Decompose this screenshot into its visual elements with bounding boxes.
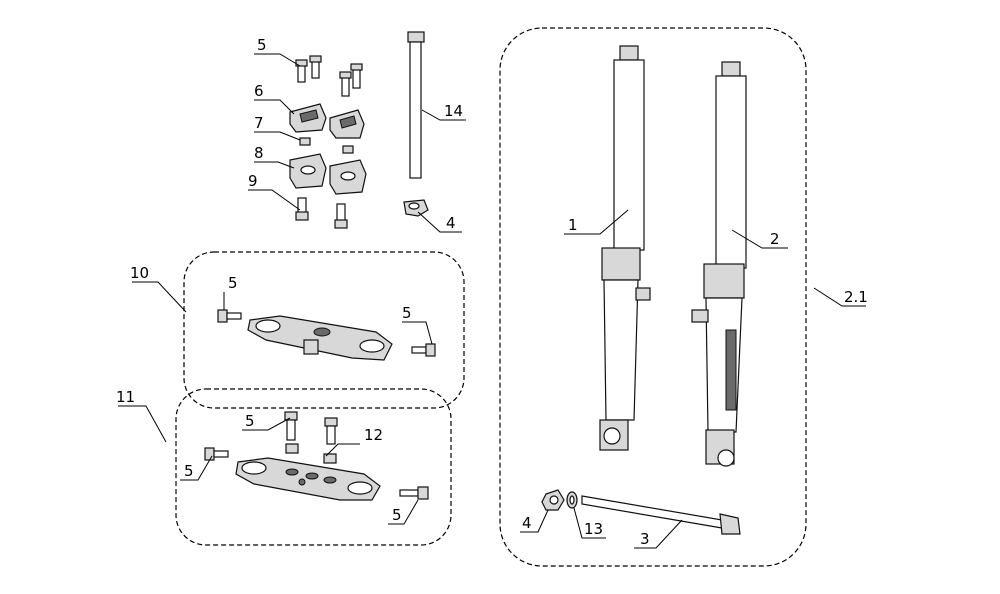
part-7-spacer-nuts bbox=[299, 137, 354, 154]
callout-2: 2 bbox=[770, 230, 780, 248]
callout-4-stem-nut: 4 bbox=[446, 214, 456, 232]
part-3-front-axle bbox=[581, 495, 741, 535]
part-11-lower-triple-clamp bbox=[235, 457, 381, 501]
group-frame-11 bbox=[175, 388, 452, 546]
part-12-spacer bbox=[285, 443, 337, 464]
callout-9: 9 bbox=[248, 172, 258, 190]
part-5-group10-bolts bbox=[217, 309, 436, 357]
callout-13: 13 bbox=[584, 520, 603, 538]
callout-2-1: 2.1 bbox=[844, 288, 868, 306]
callout-3: 3 bbox=[640, 530, 650, 548]
part-9-base-bolts bbox=[295, 197, 348, 229]
callout-5-group11-left: 5 bbox=[184, 462, 194, 480]
part-6-clamp-top bbox=[289, 103, 365, 139]
part-4-axle-nut bbox=[541, 489, 565, 511]
part-14-steering-stem-bolt bbox=[407, 31, 425, 179]
callout-14: 14 bbox=[444, 102, 463, 120]
callout-6: 6 bbox=[254, 82, 264, 100]
callout-12: 12 bbox=[364, 426, 383, 444]
callout-labels: 5 6 7 8 9 14 4 10 5 5 11 5 12 5 5 1 2 2.… bbox=[116, 36, 868, 548]
group-frame-2-1 bbox=[499, 27, 807, 567]
leader-lines bbox=[118, 53, 866, 549]
callout-5-group11-right: 5 bbox=[392, 506, 402, 524]
callout-8: 8 bbox=[254, 144, 264, 162]
callout-11: 11 bbox=[116, 388, 135, 406]
callout-4-axle-nut: 4 bbox=[522, 514, 532, 532]
part-10-upper-triple-clamp bbox=[247, 315, 393, 361]
part-1-left-fork-leg bbox=[599, 45, 651, 451]
callout-5: 5 bbox=[257, 36, 267, 54]
part-5-clamp-bolts bbox=[295, 55, 363, 97]
callout-7: 7 bbox=[254, 114, 264, 132]
group-frame-10 bbox=[183, 251, 465, 409]
part-4-stem-nut bbox=[403, 199, 429, 217]
part-5-group11-bolts bbox=[204, 411, 429, 500]
callout-5-group11-top: 5 bbox=[245, 412, 255, 430]
callout-5-group10-right: 5 bbox=[402, 304, 412, 322]
part-13-washer bbox=[566, 491, 578, 509]
callout-10: 10 bbox=[130, 264, 149, 282]
callout-5-group10-left: 5 bbox=[228, 274, 238, 292]
callout-1: 1 bbox=[568, 216, 578, 234]
part-8-clamp-base bbox=[289, 153, 367, 195]
part-2-right-fork-leg bbox=[691, 61, 747, 467]
